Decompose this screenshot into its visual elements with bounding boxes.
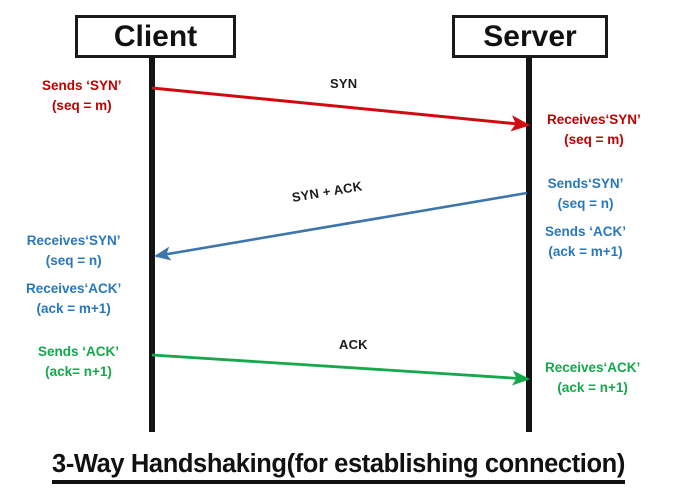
annotation-line-4: (ack = m+1) (548, 243, 623, 259)
annotation-client-sends-ack: Sends ‘ACK’ (ack= n+1) (38, 342, 119, 381)
annotation-line-1: Sends ‘ACK’ (38, 344, 120, 359)
annotation-line-1: Receives‘ACK’ (545, 360, 641, 375)
annotation-line-4: (ack = m+1) (36, 300, 111, 316)
annotation-server-sends-syn-ack: Sends‘SYN’ (seq = n) Sends ‘ACK’ (ack = … (545, 174, 626, 261)
annotation-line-2: (seq = m) (564, 131, 624, 147)
annotation-line-2: (ack = n+1) (557, 379, 628, 395)
annotation-server-receives-ack: Receives‘ACK’ (ack = n+1) (545, 358, 640, 397)
ack-arrow (151, 353, 531, 386)
client-lifeline (149, 58, 155, 432)
annotation-line-2: (ack= n+1) (45, 363, 112, 379)
annotation-line-1: Receives‘SYN’ (26, 233, 121, 248)
annotation-line-3: Receives‘ACK’ (26, 281, 122, 297)
annotation-line-1: Sends‘SYN’ (547, 176, 624, 191)
annotation-line-2: (seq = n) (557, 195, 614, 211)
annotation-client-receives-syn-ack: Receives‘SYN’ (seq = n) Receives‘ACK’ (a… (26, 231, 121, 318)
annotation-line-1: Receives‘SYN’ (547, 112, 641, 127)
annotation-line-2: (seq = n) (45, 252, 102, 268)
server-lifeline (526, 58, 532, 432)
syn-arrow (151, 86, 531, 132)
syn-ack-arrow (153, 191, 528, 261)
annotation-line-2: (seq = m) (51, 97, 112, 113)
syn-arrow-label: SYN (330, 76, 358, 91)
server-node-box: Server (452, 15, 608, 58)
annotation-client-sends-syn: Sends ‘SYN’ (seq = m) (42, 76, 122, 115)
client-node-box: Client (75, 15, 236, 58)
diagram-caption: 3-Way Handshaking(for establishing conne… (0, 450, 677, 484)
caption-text: 3-Way Handshaking(for establishing conne… (52, 450, 625, 484)
annotation-line-3: Sends ‘ACK’ (545, 224, 627, 240)
annotation-line-1: Sends ‘SYN’ (42, 78, 122, 93)
server-label: Server (483, 19, 577, 53)
ack-arrow-label: ACK (339, 337, 368, 352)
annotation-server-receives-syn: Receives‘SYN’ (seq = m) (547, 110, 641, 149)
client-label: Client (113, 19, 198, 53)
